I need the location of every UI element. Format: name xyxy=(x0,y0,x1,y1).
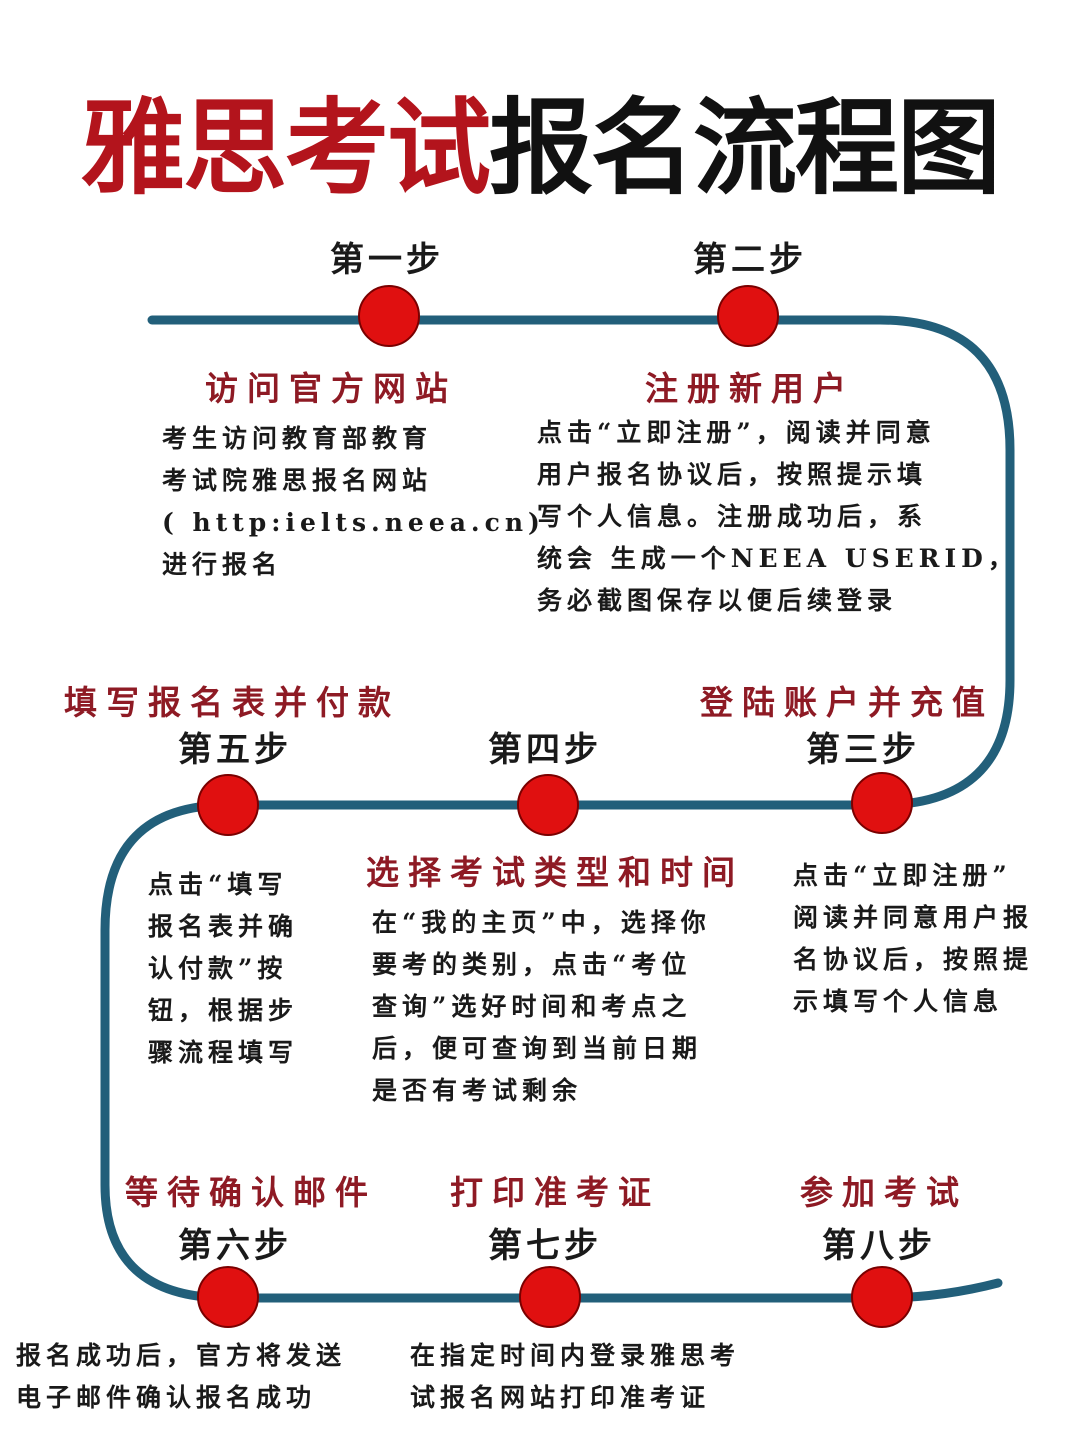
step-7-node xyxy=(519,1266,581,1328)
step-5-node xyxy=(197,774,259,836)
step-4-label: 第四步 xyxy=(488,730,602,770)
step-3-desc: 点击“立即注册” 阅读并同意用户报 名协议后，按照提 示填写个人信息 xyxy=(793,861,1034,1016)
step-1-desc: 考生访问教育部教育 考试院雅思报名网站 ( http:ielts.neea.cn… xyxy=(162,424,545,579)
title-black-part: 报名流程图 xyxy=(489,86,1001,209)
step-6-node xyxy=(197,1266,259,1328)
step-7-heading: 打印准考证 xyxy=(450,1173,660,1212)
title-red-part: 雅思考试 xyxy=(80,86,491,209)
step-2-heading: 注册新用户 xyxy=(645,369,855,408)
step-3-heading: 登陆账户并充值 xyxy=(700,683,994,722)
step-2-node xyxy=(717,285,779,347)
step-2-desc: 点击“立即注册”，阅读并同意 用户报名协议后，按照提示填 写个人信息。注册成功后… xyxy=(537,418,1018,615)
step-3-node xyxy=(851,772,913,834)
step-6-heading: 等待确认邮件 xyxy=(125,1173,377,1212)
step-1-label: 第一步 xyxy=(330,240,444,280)
step-7-label: 第七步 xyxy=(488,1226,602,1266)
step-6-desc: 报名成功后，官方将发送 电子邮件确认报名成功 xyxy=(16,1341,347,1412)
step-4-heading: 选择考试类型和时间 xyxy=(366,853,744,892)
step-6-label: 第六步 xyxy=(178,1226,292,1266)
step-5-desc: 点击“填写 报名表并确 认付款”按 钮，根据步 骤流程填写 xyxy=(148,870,299,1067)
step-5-heading: 填写报名表并付款 xyxy=(64,683,400,722)
step-1-heading: 访问官方网站 xyxy=(205,369,457,408)
step-7-desc: 在指定时间内登录雅思考 试报名网站打印准考证 xyxy=(410,1341,741,1412)
step-8-heading: 参加考试 xyxy=(800,1173,968,1212)
step-3-label: 第三步 xyxy=(806,730,920,770)
step-8-label: 第八步 xyxy=(822,1226,936,1266)
step-2-label: 第二步 xyxy=(693,240,807,280)
step-1-node xyxy=(358,285,420,347)
step-5-label: 第五步 xyxy=(178,730,292,770)
step-4-desc: 在“我的主页”中，选择你 要考的类别，点击“考位 查询”选好时间和考点之 后，便… xyxy=(372,908,711,1105)
step-8-node xyxy=(851,1266,913,1328)
page-title: 雅思考试报名流程图 xyxy=(0,88,1080,208)
step-4-node xyxy=(517,774,579,836)
